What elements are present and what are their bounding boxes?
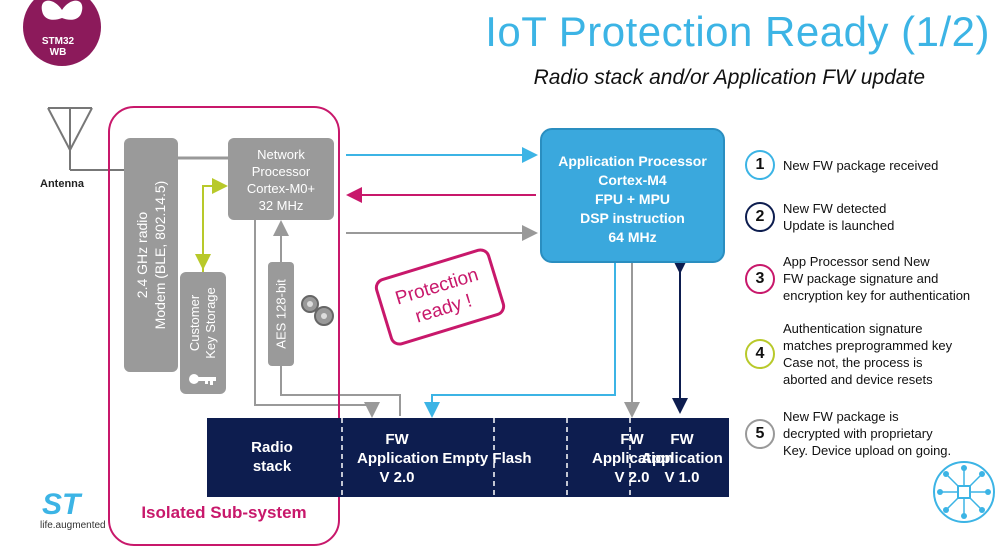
step-text-line: Key. Device upload on going.: [783, 443, 952, 458]
page-subtitle: Radio stack and/or Application FW update: [533, 66, 925, 89]
step-number-badge: 3: [745, 263, 775, 294]
flash-empty: Empty Flash: [442, 450, 532, 467]
step-text-line: FW package signature and: [783, 271, 939, 286]
flash-radio-stack: Radio stack: [227, 438, 317, 476]
page-title: IoT Protection Ready (1/2): [485, 8, 990, 55]
step-number-badge: 1: [745, 150, 775, 180]
step-text-line: New FW package received: [783, 157, 939, 173]
gears-icon: [301, 295, 334, 326]
radio-modem-box: 2.4 GHz radio Modem (BLE, 802.14.5): [124, 138, 178, 372]
fw-old-line3: V 1.0: [664, 469, 700, 486]
stm32wb-logo-text: STM32 WB: [28, 36, 88, 58]
customer-key-label: Customer Key Storage: [187, 287, 219, 359]
step-text-line: New FW package is: [783, 409, 899, 424]
appproc-line: Application Processor: [558, 153, 707, 169]
key-icon: [189, 374, 216, 385]
netproc-line: Network: [257, 147, 305, 162]
radio-modem-label: 2.4 GHz radio Modem (BLE, 802.14.5): [133, 181, 169, 330]
step-text: New FW package received: [783, 157, 938, 174]
st-tagline: life.augmented: [40, 520, 106, 531]
st-logo: ST: [42, 488, 81, 521]
netproc-line: Cortex-M0+: [246, 181, 316, 196]
step-text: New FW detected Update is launched: [783, 200, 894, 234]
step-item: 4 Authentication signature matches prepr…: [745, 320, 952, 388]
aes-label: AES 128-bit: [273, 279, 289, 349]
step-item: 5 New FW package is decrypted with propr…: [745, 408, 951, 459]
isolated-subsystem-label: Isolated Sub-system: [141, 503, 307, 522]
fw-old-line1: FW: [670, 431, 694, 448]
fw-copy-line2: Application: [592, 450, 674, 467]
appproc-line: 64 MHz: [608, 229, 657, 245]
radio-stack-line1: Radio: [251, 439, 293, 456]
step-text-line: decrypted with proprietary: [783, 426, 933, 441]
step-text: App Processor send New FW package signat…: [783, 253, 970, 304]
step-text-line: aborted and device resets: [783, 372, 933, 387]
appproc-line: Cortex-M4: [598, 172, 667, 188]
logo-line2: WB: [49, 47, 67, 58]
step-text: New FW package is decrypted with proprie…: [783, 408, 951, 459]
logo-line1: STM32: [41, 36, 75, 47]
step-text-line: encryption key for authentication: [783, 288, 971, 303]
flash-fw-app-new: FW Application V 2.0: [357, 430, 439, 487]
step-text-line: matches preprogrammed key: [783, 338, 953, 353]
appproc-line: DSP instruction: [580, 210, 685, 226]
fw-line2: Application: [357, 450, 439, 467]
step-text-line: Update is launched: [783, 218, 895, 233]
netproc-line: 32 MHz: [258, 198, 304, 213]
radio-stack-line2: stack: [252, 458, 292, 475]
network-processor-box: Network Processor Cortex-M0+ 32 MHz: [228, 138, 334, 220]
step-number-badge: 4: [745, 339, 775, 369]
application-processor-box: Application Processor Cortex-M4 FPU + MP…: [540, 128, 725, 263]
fw-copy-line1: FW: [620, 431, 644, 448]
antenna-label: Antenna: [40, 178, 84, 190]
radio-line1: 2.4 GHz radio: [134, 211, 150, 299]
flash-memory-bar: Radio stack FW Application V 2.0 Empty F…: [207, 418, 729, 497]
fw-line1: FW: [385, 431, 409, 448]
cks-line1: Customer: [187, 295, 202, 352]
netproc-line: Processor: [251, 164, 311, 179]
step-number-badge: 5: [745, 418, 775, 449]
step-item: 2 New FW detected Update is launched: [745, 200, 894, 234]
step-item: 3 App Processor send New FW package sign…: [745, 253, 970, 304]
step-text-line: Case not, the process is: [783, 355, 923, 370]
step-text: Authentication signature matches preprog…: [783, 320, 952, 388]
stm32wb-logo: [23, 0, 101, 66]
step-text-line: Authentication signature: [783, 321, 923, 336]
flash-fw-app-copy: FW Application V 2.0: [592, 430, 674, 487]
fw-copy-line3: V 2.0: [614, 469, 650, 486]
flash-fw-app-old: FW Application V 1.0: [637, 430, 727, 487]
customer-key-storage-box: Customer Key Storage: [180, 272, 226, 394]
flash-dividers: [341, 418, 631, 497]
step-text-line: App Processor send New: [783, 254, 930, 269]
butterfly-icon: [41, 0, 83, 20]
fw-line3: V 2.0: [379, 469, 415, 486]
step-text-line: New FW detected: [783, 201, 887, 216]
fw-old-line2: Application: [641, 450, 723, 467]
step-number-badge: 2: [745, 202, 775, 232]
antenna-icon: [47, 107, 124, 171]
network-hub-icon: [933, 461, 995, 523]
appproc-line: FPU + MPU: [594, 191, 671, 207]
radio-line2: Modem (BLE, 802.14.5): [152, 180, 168, 330]
step-item: 1 New FW package received: [745, 150, 938, 180]
aes-engine-box: AES 128-bit: [268, 262, 294, 366]
cks-line2: Key Storage: [203, 287, 218, 360]
